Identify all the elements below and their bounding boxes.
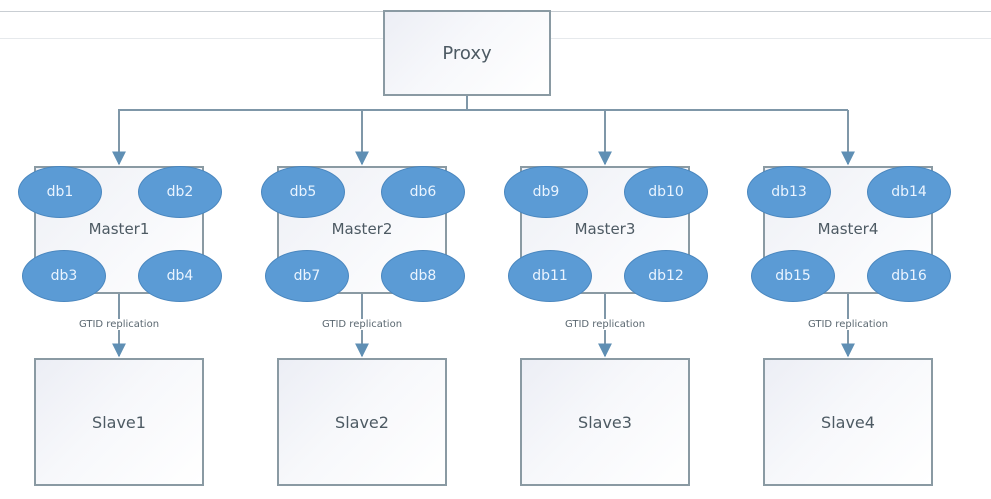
database-label: db1 (46, 184, 74, 200)
proxy-node[interactable]: Proxy (383, 10, 551, 96)
database-node[interactable]: db11 (508, 250, 592, 302)
database-label: db3 (50, 268, 78, 284)
database-label: db8 (409, 268, 437, 284)
master-label: Master3 (574, 220, 636, 238)
slave-node-2[interactable]: Slave2 (277, 358, 447, 486)
replication-edge-label: GTID replication (59, 319, 179, 330)
database-node[interactable]: db2 (138, 166, 222, 218)
database-label: db2 (166, 184, 194, 200)
database-node[interactable]: db15 (751, 250, 835, 302)
database-node[interactable]: db6 (381, 166, 465, 218)
database-node[interactable]: db5 (261, 166, 345, 218)
database-label: db4 (166, 268, 194, 284)
database-node[interactable]: db14 (867, 166, 951, 218)
replication-edge-label: GTID replication (788, 319, 908, 330)
master-label: Master2 (331, 220, 393, 238)
proxy-label: Proxy (442, 42, 492, 64)
database-node[interactable]: db9 (504, 166, 588, 218)
master-label: Master4 (817, 220, 879, 238)
slave-label: Slave4 (821, 412, 875, 432)
database-node[interactable]: db1 (18, 166, 102, 218)
replication-edge-label: GTID replication (302, 319, 422, 330)
database-label: db9 (532, 184, 560, 200)
slave-label: Slave3 (578, 412, 632, 432)
master-label: Master1 (88, 220, 150, 238)
database-label: db15 (775, 268, 811, 284)
database-label: db5 (289, 184, 317, 200)
database-label: db16 (891, 268, 927, 284)
database-label: db10 (648, 184, 684, 200)
database-label: db13 (771, 184, 807, 200)
slave-label: Slave1 (92, 412, 146, 432)
database-label: db11 (532, 268, 568, 284)
slave-node-1[interactable]: Slave1 (34, 358, 204, 486)
database-label: db6 (409, 184, 437, 200)
slave-node-3[interactable]: Slave3 (520, 358, 690, 486)
database-node[interactable]: db3 (22, 250, 106, 302)
slave-node-4[interactable]: Slave4 (763, 358, 933, 486)
database-node[interactable]: db10 (624, 166, 708, 218)
database-label: db14 (891, 184, 927, 200)
database-label: db12 (648, 268, 684, 284)
replication-edge-label: GTID replication (545, 319, 665, 330)
database-label: db7 (293, 268, 321, 284)
database-node[interactable]: db4 (138, 250, 222, 302)
database-node[interactable]: db13 (747, 166, 831, 218)
database-node[interactable]: db16 (867, 250, 951, 302)
database-node[interactable]: db7 (265, 250, 349, 302)
database-node[interactable]: db12 (624, 250, 708, 302)
slave-label: Slave2 (335, 412, 389, 432)
database-node[interactable]: db8 (381, 250, 465, 302)
